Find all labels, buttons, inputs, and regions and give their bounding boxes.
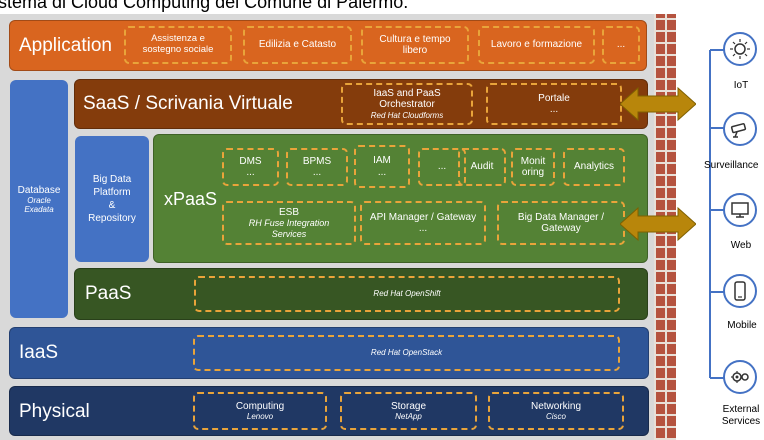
saas-label: SaaS / Scrivania Virtuale: [83, 93, 293, 114]
xpaas-iam: IAM ...: [354, 145, 410, 188]
bigdata-platform-box: Big Data Platform & Repository: [75, 136, 149, 262]
xpaas-audit: Audit: [458, 148, 506, 186]
paas-layer: PaaS Red Hat OpenShift: [74, 268, 648, 320]
paas-label: PaaS: [85, 283, 132, 304]
paas-openshift: Red Hat OpenShift: [194, 276, 620, 312]
mobile-label: Mobile: [727, 320, 757, 331]
xpaas-label: xPaaS: [164, 189, 218, 209]
web-monitor-icon: [723, 193, 757, 227]
application-item-edilizia: Edilizia e Catasto: [243, 26, 352, 64]
physical-label: Physical: [19, 401, 90, 422]
surveillance-label: Surveillance: [704, 160, 759, 171]
physical-networking: Networking Cisco: [488, 392, 624, 430]
saas-double-arrow: [620, 86, 696, 122]
application-item-lavoro: Lavoro e formazione: [478, 26, 595, 64]
xpaas-api-manager: API Manager / Gateway ...: [360, 201, 486, 245]
xpaas-esb: ESB RH Fuse Integration Services: [222, 201, 356, 245]
application-item-assistenza: Assistenza e sostegno sociale: [124, 26, 232, 64]
mobile-phone-icon: [723, 274, 757, 308]
portale-box: Portale ...: [486, 83, 622, 125]
external-services-label: External Services: [721, 404, 761, 427]
xpaas-dms: DMS ...: [222, 148, 279, 186]
iot-label: IoT: [733, 80, 749, 91]
xpaas-bpms: BPMS ...: [286, 148, 348, 186]
iot-icon: [723, 32, 757, 66]
external-services-gear-icon: [723, 360, 757, 394]
application-item-cultura: Cultura e tempo libero: [361, 26, 469, 64]
surveillance-camera-icon: [723, 112, 757, 146]
application-layer: Application Assistenza e sostegno social…: [9, 20, 647, 71]
xpaas-layer: xPaaS DMS ... BPMS ... IAM ... ... Audit…: [153, 134, 648, 263]
iaas-label: IaaS: [19, 342, 59, 363]
xpaas-bigdata-manager: Big Data Manager / Gateway: [497, 201, 625, 245]
diagram-title: stema di Cloud Computing del Comune di P…: [0, 0, 409, 12]
xpaas-more: ...: [418, 148, 466, 186]
xpaas-analytics: Analytics: [563, 148, 625, 186]
xpaas-monitoring: Monit oring: [511, 148, 555, 186]
application-item-more: ...: [602, 26, 640, 64]
physical-layer: Physical Computing Lenovo Storage NetApp…: [9, 386, 649, 436]
saas-layer: SaaS / Scrivania Virtuale IaaS and PaaS …: [74, 79, 648, 129]
database-box: Database Oracle Exadata: [10, 80, 68, 318]
physical-computing: Computing Lenovo: [193, 392, 327, 430]
physical-storage: Storage NetApp: [340, 392, 477, 430]
application-label: Application: [19, 35, 112, 56]
orchestrator-box: IaaS and PaaS Orchestrator Red Hat Cloud…: [341, 83, 473, 125]
web-label: Web: [730, 240, 752, 251]
iaas-openstack: Red Hat OpenStack: [193, 335, 620, 371]
xpaas-double-arrow: [620, 206, 696, 242]
iaas-layer: IaaS Red Hat OpenStack: [9, 327, 649, 379]
